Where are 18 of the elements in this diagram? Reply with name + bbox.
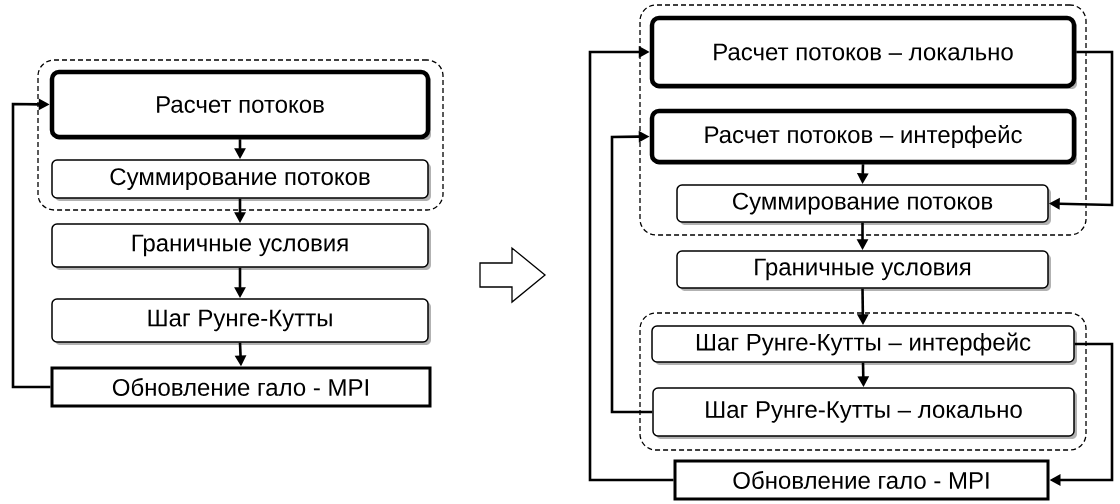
process-box: Суммирование потоков: [676, 184, 1051, 225]
dashed-group-box: [639, 4, 1087, 236]
arrow: [11, 98, 51, 389]
arrow: [610, 130, 653, 414]
arrow: [588, 46, 674, 482]
dashed-group-box: [37, 59, 444, 211]
process-box: Расчет потоков – локально: [649, 15, 1077, 89]
dashed-group-box: [639, 312, 1087, 451]
process-box: Обновление гало - MPI: [50, 366, 432, 408]
process-box: Расчет потоков – интерфейс: [649, 108, 1077, 165]
process-box: Граничные условия: [676, 250, 1051, 291]
process-box: Граничные условия: [51, 223, 431, 270]
process-box: Шаг Рунге-Кутты – локально: [652, 387, 1077, 439]
process-box: Шаг Рунге-Кутты – интерфейс: [651, 325, 1077, 365]
process-box: Шаг Рунге-Кутты: [51, 298, 431, 345]
process-box: Обновление гало - MPI: [673, 459, 1050, 501]
process-box: Суммирование потоков: [51, 159, 431, 201]
process-box: Расчет потоков: [49, 69, 431, 140]
